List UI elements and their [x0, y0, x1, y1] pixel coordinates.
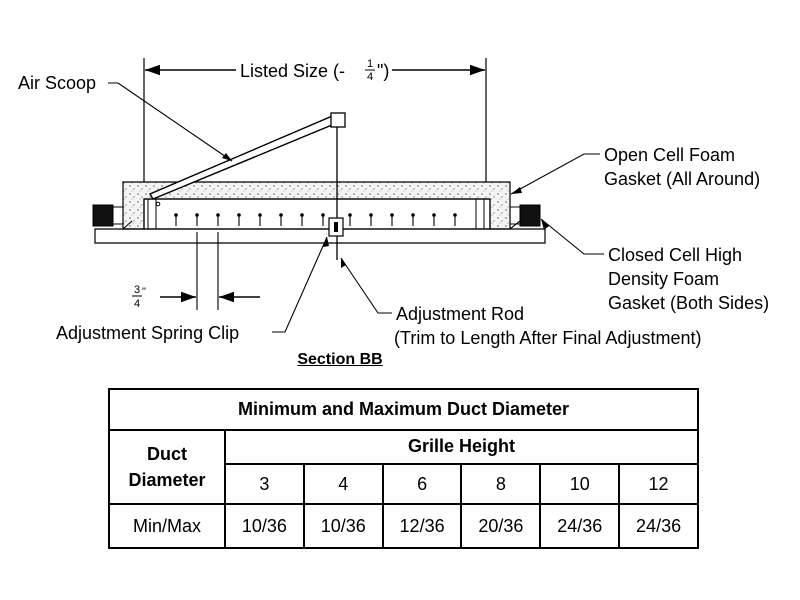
- closed-cell-label-line1: Closed Cell High: [608, 245, 742, 265]
- adjustment-rod-label-line1: Adjustment Rod: [396, 304, 524, 324]
- height-cell: 10: [539, 462, 621, 506]
- height-cell: 6: [381, 462, 463, 506]
- value-cell: 12/36: [381, 503, 463, 549]
- listed-size-fraction-num: 1: [367, 58, 373, 70]
- value-cell: 24/36: [618, 503, 699, 549]
- listed-size-label: Listed Size (-: [240, 61, 345, 81]
- closed-cell-gasket-right: [519, 204, 541, 227]
- air-scoop-label: Air Scoop: [18, 73, 96, 93]
- dimension-fraction-num: 3: [134, 284, 140, 296]
- section-title: Section BB: [297, 351, 383, 368]
- base-plate: [94, 228, 546, 244]
- value-cell: 10/36: [224, 503, 305, 549]
- closed-cell-label-line3: Gasket (Both Sides): [608, 293, 769, 313]
- duct-diameter-table: Minimum and Maximum Duct Diameter Duct D…: [108, 388, 699, 549]
- open-cell-label-line2: Gasket (All Around): [604, 169, 760, 189]
- closed-cell-label-line2: Density Foam: [608, 269, 719, 289]
- spring-clip-label: Adjustment Spring Clip: [56, 323, 239, 343]
- closed-cell-gasket-left: [92, 204, 114, 227]
- duct-diameter-header: Duct Diameter: [108, 428, 226, 506]
- spring-clip-dimension: 3 4 ": [132, 232, 260, 310]
- height-cell: 8: [460, 462, 542, 506]
- air-scoop: [148, 112, 346, 200]
- open-cell-label-line1: Open Cell Foam: [604, 145, 735, 165]
- listed-size-fraction-den: 4: [367, 71, 373, 83]
- height-cell: 12: [618, 462, 699, 506]
- dimension-fraction-den: 4: [134, 298, 140, 310]
- listed-size-dimension: Listed Size (- 1 4 "): [143, 58, 487, 182]
- height-cell: 3: [224, 462, 305, 506]
- value-cell: 10/36: [302, 503, 384, 549]
- section-bb-drawing: Listed Size (- 1 4 "): [18, 58, 769, 348]
- value-cell: 24/36: [539, 503, 621, 549]
- duct-header-line2: Diameter: [128, 469, 206, 490]
- adjustment-rod-label-line2: (Trim to Length After Final Adjustment): [394, 328, 701, 348]
- duct-header-line1: Duct: [147, 443, 187, 464]
- listed-size-close: "): [377, 61, 389, 81]
- grille-height-header: Grille Height: [224, 428, 699, 465]
- dimension-unit: ": [142, 286, 146, 298]
- min-max-label: Min/Max: [108, 503, 226, 549]
- height-cell: 4: [302, 462, 384, 506]
- value-cell: 20/36: [460, 503, 542, 549]
- table-title: Minimum and Maximum Duct Diameter: [108, 388, 699, 431]
- open-cell-foam-gasket: [122, 181, 511, 230]
